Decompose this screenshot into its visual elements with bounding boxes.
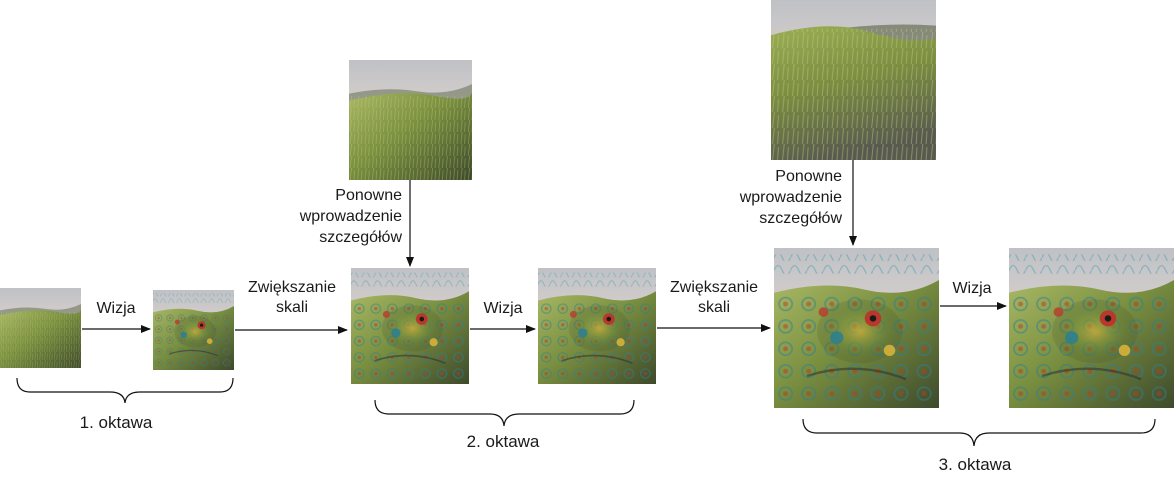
octave-3-reinjection-source-image bbox=[771, 0, 936, 160]
octave-3-brace bbox=[802, 418, 1156, 447]
octave-2-dream-image bbox=[538, 268, 656, 384]
octave-1-brace bbox=[16, 377, 234, 404]
reinjection-label-3-line2: wprowadzenie bbox=[739, 189, 842, 206]
upscale-label-2-line2: skali bbox=[698, 299, 730, 316]
octave-1-dream-image bbox=[153, 290, 234, 370]
octave-3-input-image bbox=[774, 248, 939, 408]
octave-2-reinjection-source-image bbox=[349, 60, 472, 180]
reinjection-label-2-line2: wprowadzenie bbox=[299, 208, 402, 225]
octave-2-label: 2. oktawa bbox=[467, 432, 540, 451]
reinjection-label-2-line3: szczegółów bbox=[319, 229, 402, 246]
vision-label-1: Wizja bbox=[96, 300, 135, 317]
vision-label-2: Wizja bbox=[483, 300, 522, 317]
reinjection-label-2-line1: Ponowne bbox=[335, 187, 402, 204]
octave-3-dream-image bbox=[1009, 248, 1174, 408]
upscale-label-2-line1: Zwiększanie bbox=[670, 279, 758, 296]
octave-2-brace bbox=[374, 399, 635, 427]
reinjection-label-3-line3: szczegółów bbox=[759, 210, 842, 227]
upscale-label-1-line1: Zwiększanie bbox=[248, 279, 336, 296]
upscale-label-1-line2: skali bbox=[276, 299, 308, 316]
vision-label-3: Wizja bbox=[952, 280, 991, 297]
octave-1-label: 1. oktawa bbox=[80, 413, 153, 432]
octave-2-input-image bbox=[351, 268, 469, 384]
reinjection-label-3-line1: Ponowne bbox=[775, 168, 842, 185]
octave-3-label: 3. oktawa bbox=[939, 455, 1012, 474]
octave-1-input-image bbox=[0, 288, 81, 368]
